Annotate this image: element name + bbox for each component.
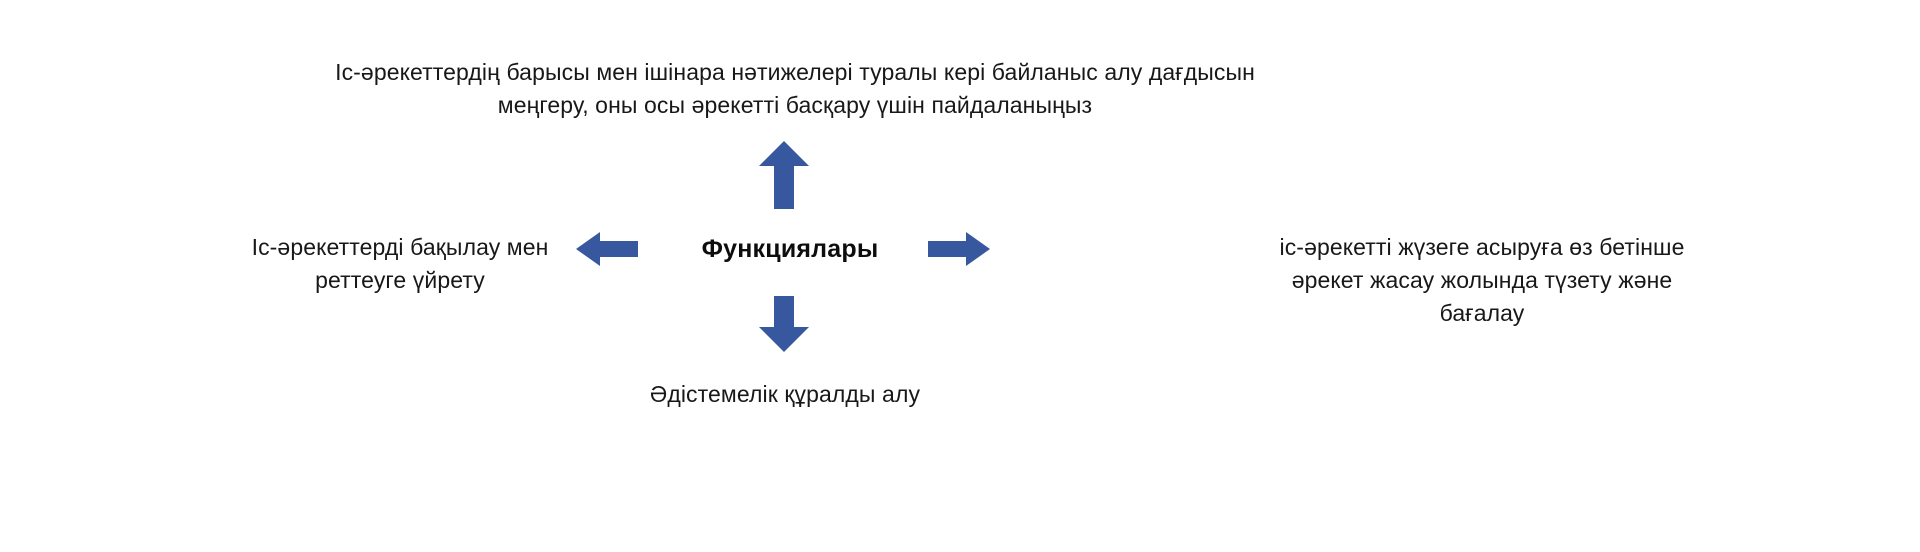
arrow-down-icon: [759, 296, 809, 352]
diagram-node-left: Іс-әрекеттерді бақылау мен реттеуге үйре…: [251, 234, 549, 293]
arrow-up-icon: [759, 141, 809, 209]
diagram-center-label: Функциялары: [701, 235, 879, 263]
arrow-right-icon: [928, 232, 990, 266]
diagram-node-top: Іс-әрекеттердің барысы мен ішінара нәтиж…: [335, 59, 1255, 118]
diagram-node-right: іс-әрекетті жүзеге асыруға өз бетінше әр…: [1279, 234, 1685, 326]
diagram-node-bottom: Әдістемелік құралды алу: [649, 381, 921, 407]
arrow-left-icon: [576, 232, 638, 266]
